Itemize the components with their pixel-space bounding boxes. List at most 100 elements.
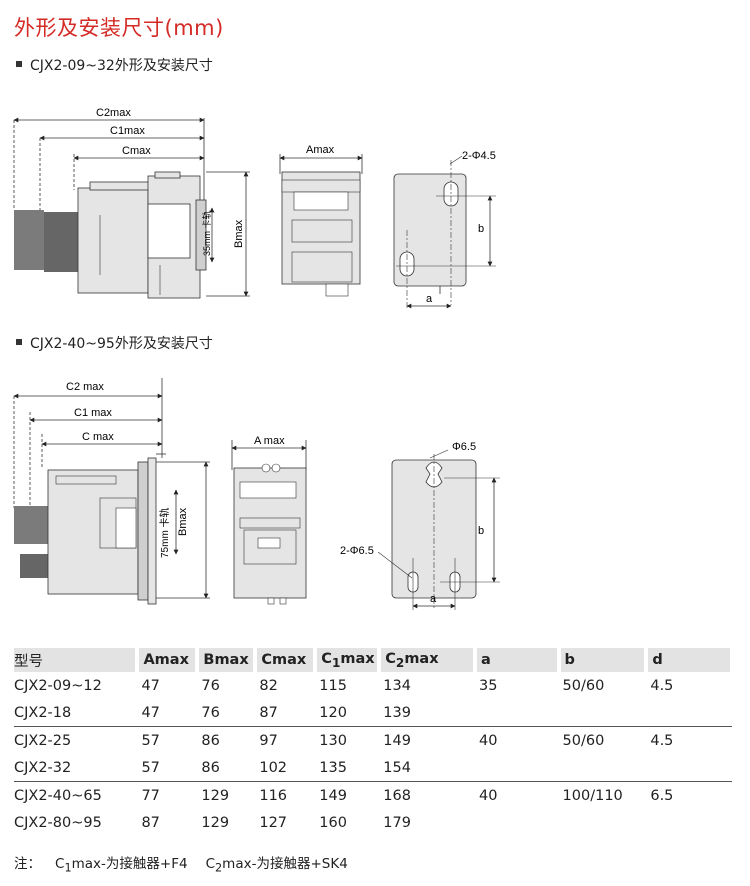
a-label: a [430,593,437,605]
cell-amax: 47 [137,699,198,727]
cell-d: 4.5 [650,677,674,694]
rail-label: 75mm 卡轨 [158,507,171,558]
a-label: a [426,293,433,305]
section-title-2: CJX2-40~95外形及安装尺寸 [16,333,213,353]
cell-bmax: 86 [197,754,256,782]
table-row: CJX2-25 57 86 97 130 149 40 50/60 4.5 [14,727,732,755]
c2max-label: C2 max [66,381,104,393]
cell-cmax: 116 [259,787,288,804]
table-row: CJX2-80~95 87 129 127 160 179 [14,809,732,836]
cell-b [559,809,647,836]
amax-label: Amax [306,144,335,156]
table-header-row: 型号 Amax Bmax Cmax C1max C2max a b d [14,648,734,672]
cell-c1max: 120 [315,699,380,727]
section-title-2-text: CJX2-40~95外形及安装尺寸 [30,336,213,352]
cell-cmax: 102 [255,754,316,782]
note-c1: max-为接触器+F4 [71,856,188,872]
cell-model: CJX2-40~65 [14,787,102,804]
cell-d: 6.5 [650,787,674,804]
section2-drawings: C2 max C1 max C max Bmax 75mm 卡轨 A max [13,378,500,610]
mount-view-small: 2-Φ4.5 b a [393,150,496,310]
col-header-a: a [474,648,561,672]
mount-view-large: Φ6.5 2-Φ6.5 b a [340,441,500,610]
table-row: CJX2-40~65 77 129 116 149 168 40 100/110… [14,782,732,810]
cell-a [474,754,559,782]
cell-a: 40 [478,787,498,804]
bmax-label: Bmax [177,507,189,536]
cell-c2max: 179 [383,814,411,831]
cell-amax: 57 [141,732,160,749]
side-view-large: C2 max C1 max C max Bmax 75mm 卡轨 [13,378,210,605]
cell-b [558,754,647,782]
col-header-model: 型号 [14,648,140,672]
cell-cmax: 82 [259,677,278,694]
c1max-label: C1max [110,125,145,137]
cell-amax: 57 [137,754,198,782]
page-title: 外形及安装尺寸(mm) [14,16,224,40]
cell-bmax: 76 [201,677,220,694]
b-label: b [478,223,484,235]
cell-cmax: 127 [259,814,288,831]
cell-model: CJX2-32 [14,754,138,782]
b-label: b [478,525,484,537]
cell-cmax: 87 [255,699,316,727]
cell-model: CJX2-80~95 [14,814,102,831]
cell-c2max: 149 [383,732,411,749]
table-row: CJX2-32 57 86 102 135 154 [14,754,732,782]
note-c2: max-为接触器+SK4 [222,856,348,872]
cell-d [646,754,732,782]
cell-c1max: 160 [319,814,347,831]
bullet-icon [16,61,22,67]
cell-c2max: 168 [383,787,411,804]
bullet-icon [16,339,22,345]
cell-cmax: 97 [259,732,278,749]
cell-d [646,699,732,727]
cell-a: 35 [478,677,498,694]
c2max-label: C2max [96,107,131,119]
front-view-large: A max [231,435,307,605]
amax-label: A max [254,435,285,447]
front-view-small: Amax [279,144,363,297]
cell-b: 100/110 [562,787,623,804]
col-header-amax: Amax [137,648,200,672]
cell-c1max: 130 [319,732,347,749]
cell-c1max: 135 [315,754,380,782]
col-header-d: d [646,648,734,672]
note-label: 注： [14,856,41,872]
cell-c2max: 154 [379,754,475,782]
cell-b [558,699,647,727]
cell-c2max: 139 [379,699,475,727]
cell-bmax: 129 [201,814,230,831]
table-row: CJX2-18 47 76 87 120 139 [14,699,732,727]
cell-d [646,809,732,836]
rail-label: 35mm 卡轨 [201,210,212,256]
cell-model: CJX2-09~12 [14,677,102,694]
cell-a [474,699,559,727]
cell-amax: 77 [141,787,160,804]
cell-bmax: 129 [201,787,230,804]
col-header-b: b [558,648,649,672]
col-header-c1max: C1max [315,648,382,672]
side-view-small: C2max C1max Cmax Bmax 35mm 卡轨 [13,107,250,299]
cmax-label: Cmax [122,145,151,157]
section1-drawings: C2max C1max Cmax Bmax 35mm 卡轨 Amax 2-Φ4.… [13,107,496,310]
col-header-bmax: Bmax [197,648,258,672]
cell-amax: 47 [141,677,160,694]
table-row: CJX2-09~12 47 76 82 115 134 35 50/60 4.5 [14,672,732,699]
cell-d: 4.5 [650,732,674,749]
cell-a [475,809,559,836]
spec-table: 型号 Amax Bmax Cmax C1max C2max a b d CJX2… [14,648,734,836]
cell-b: 50/60 [562,732,605,749]
holes-label: 2-Φ4.5 [462,150,496,162]
cell-model: CJX2-18 [14,699,138,727]
c1max-label: C1 max [74,407,112,419]
bmax-label: Bmax [233,219,245,248]
cell-c1max: 115 [319,677,347,694]
section-title-1-text: CJX2-09~32外形及安装尺寸 [30,58,213,74]
cell-b: 50/60 [562,677,605,694]
cell-a: 40 [478,732,498,749]
cell-c1max: 149 [319,787,347,804]
col-header-cmax: Cmax [255,648,318,672]
col-header-c2max: C2max [379,648,477,672]
